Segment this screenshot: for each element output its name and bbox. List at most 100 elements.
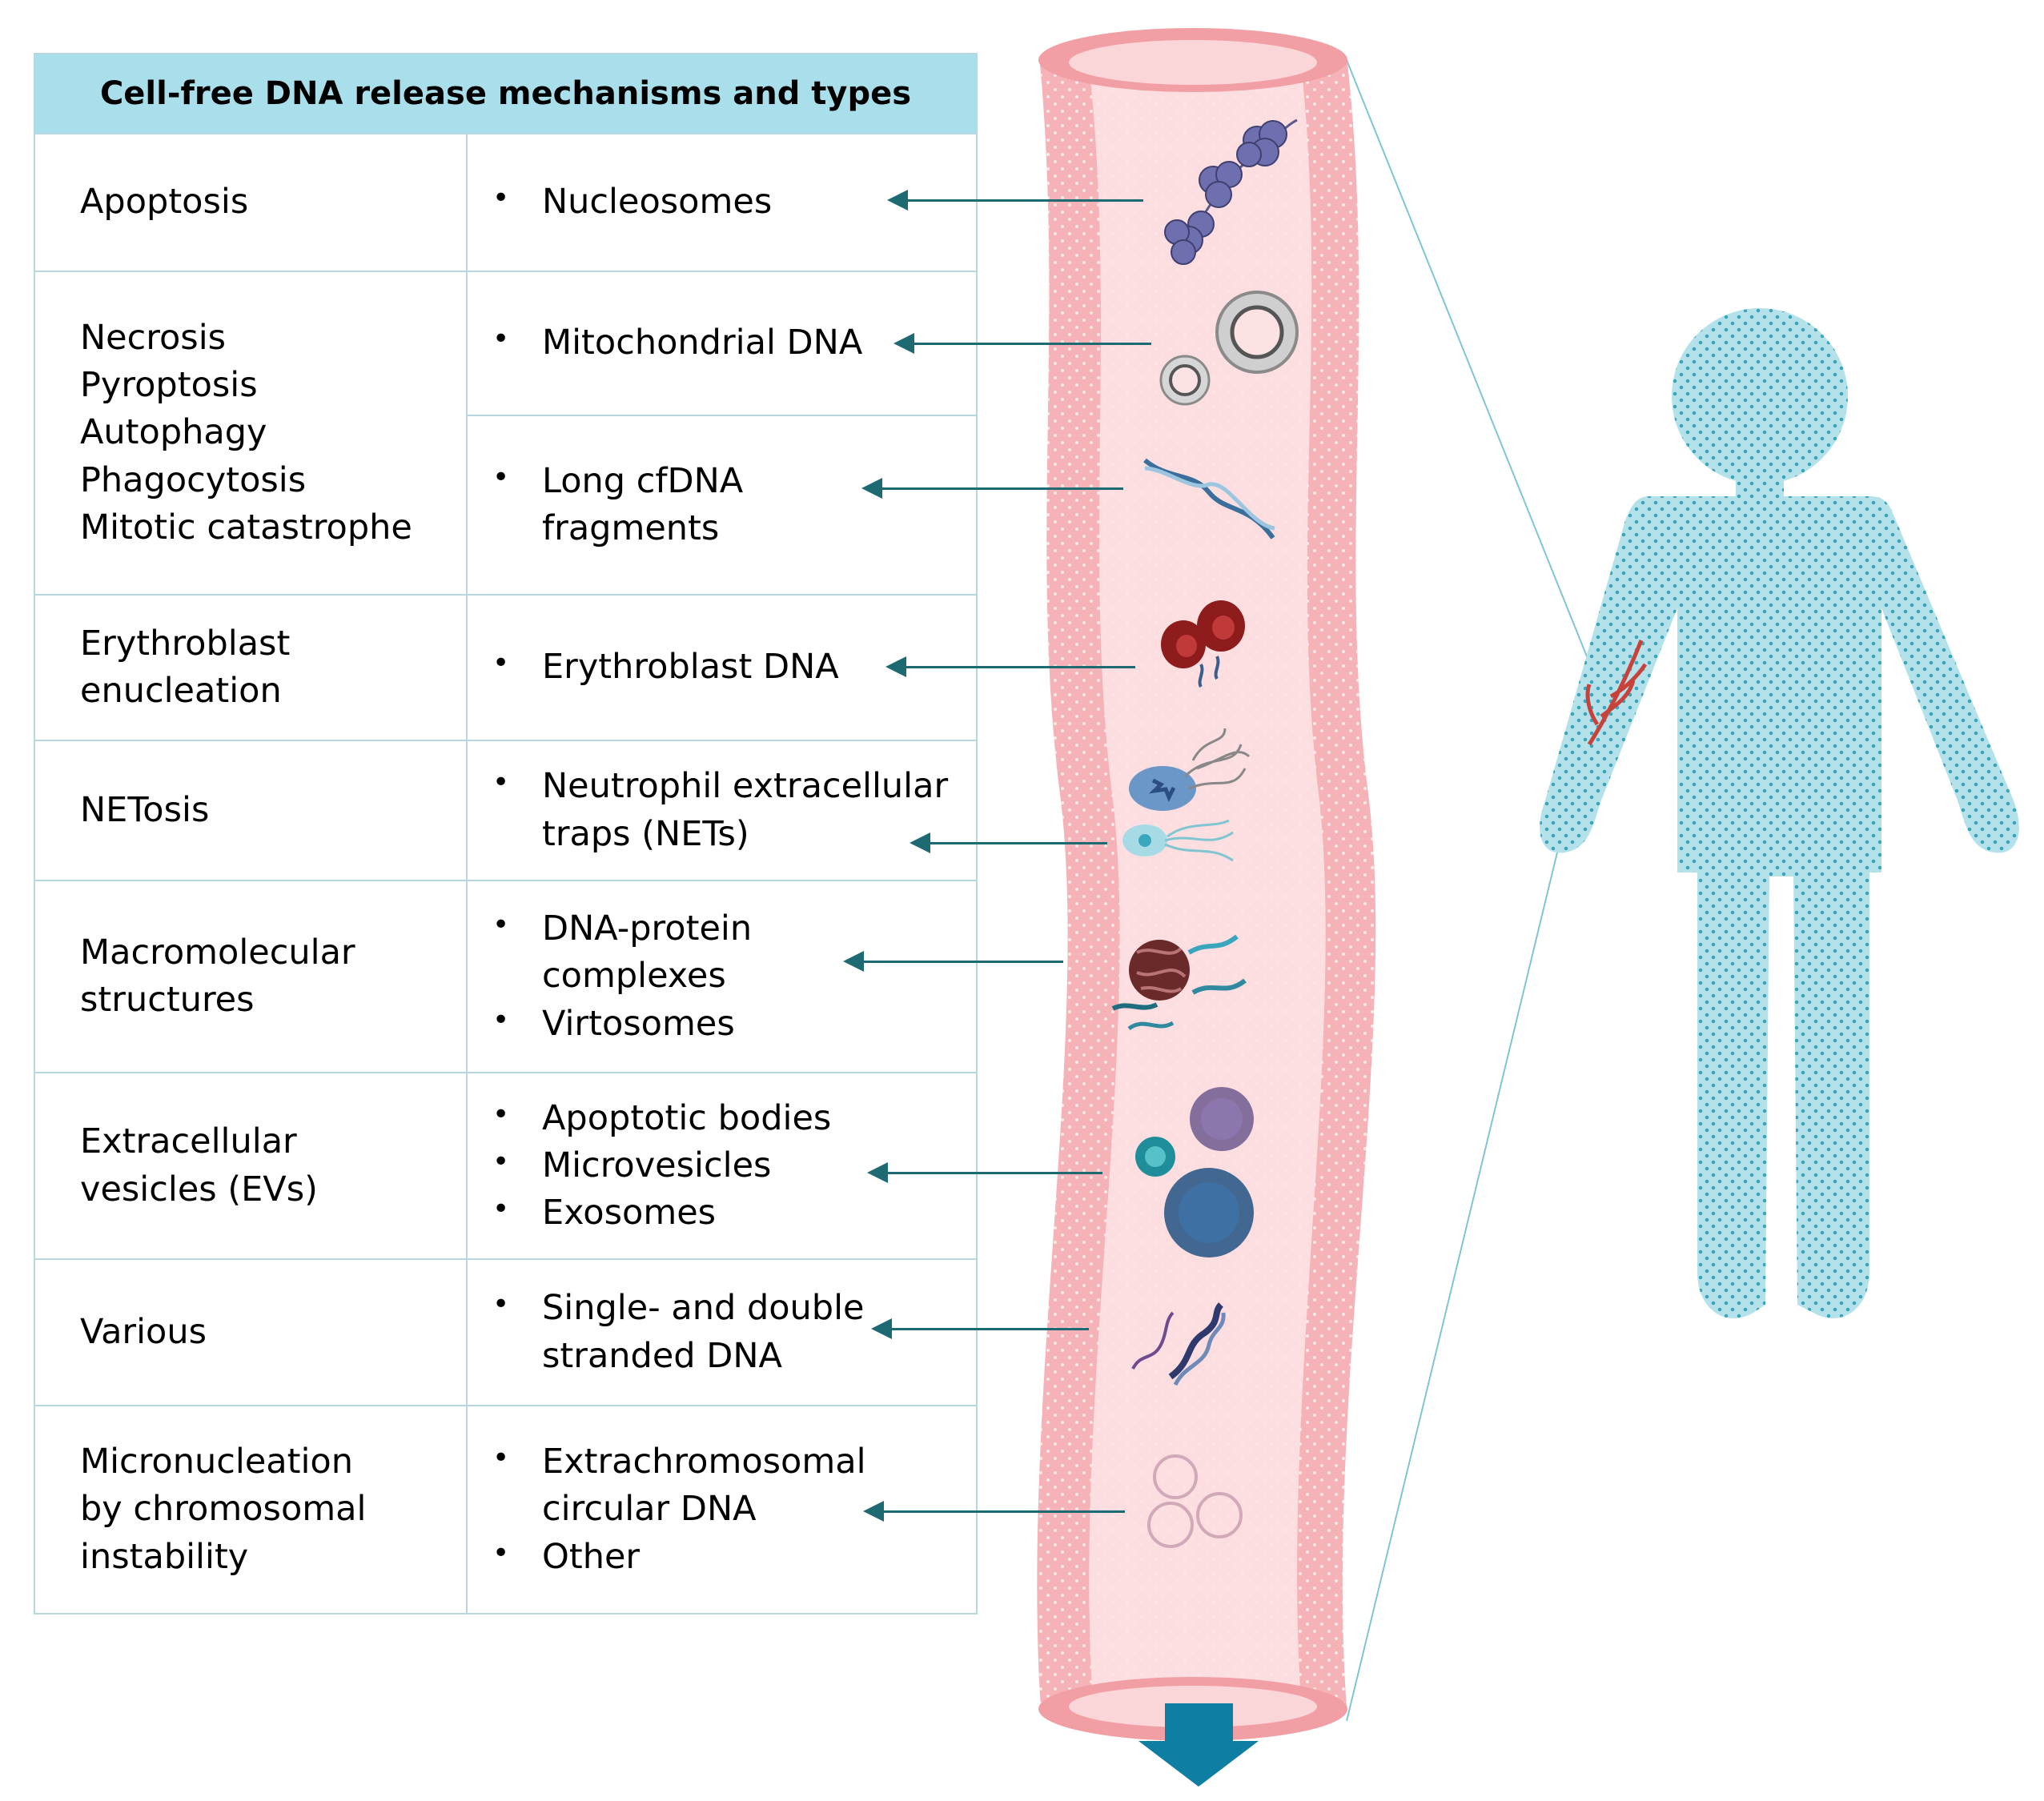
mechanism-label: Micronucleation [80,1442,353,1482]
zoom-line-bottom [1346,720,1590,1722]
list-item: Exosomes [492,1189,975,1237]
mitochondria-icon [1159,291,1299,406]
type-label: Microvesicles [542,1145,772,1185]
type-label: Single- and double [542,1288,865,1329]
mechanism-label: Erythroblast [80,623,291,664]
mechanism-cell: Macromolecular structures [34,880,468,1073]
types-list: Long cfDNA fragments [468,458,975,553]
mechanism-label: NETosis [80,789,210,830]
table-row: Various Single- and double stranded DNA [34,1258,978,1406]
type-label: stranded DNA [542,1335,782,1376]
ss-ds-dna-icon [1131,1302,1226,1386]
circular-dna-icon [1147,1454,1243,1548]
table-header-row: Cell-free DNA release mechanisms and typ… [34,53,978,134]
blood-flow-down-arrow-icon [1138,1703,1259,1787]
nucleosome-chain-icon [1164,118,1298,265]
type-label: traps (NETs) [542,813,749,854]
types-cell: Apoptotic bodies Microvesicles Exosomes [466,1072,978,1260]
table-row: Macromolecular structures DNA-protein co… [34,880,978,1073]
type-label: fragments [542,508,720,548]
types-cell: Extrachromosomal circular DNA Other [466,1405,978,1614]
mechanism-label: by chromosomal [80,1489,367,1530]
type-label: circular DNA [542,1489,757,1530]
type-label: Long cfDNA [542,460,744,501]
types-list: Single- and double stranded DNA [468,1285,975,1380]
list-item: DNA-protein complexes [492,905,975,1001]
types-cell: Single- and double stranded DNA [466,1258,978,1406]
table-row: Apoptosis Nucleosomes [34,133,978,272]
type-label: Neutrophil extracellular [542,766,949,807]
mechanism-label: Apoptosis [80,182,249,223]
list-item: Other [492,1534,975,1581]
types-list: Erythroblast DNA [468,644,975,691]
mechanism-label: Phagocytosis [80,459,307,500]
types-cell: Mitochondrial DNA [466,271,978,416]
human-silhouette-icon [1540,308,2019,1318]
list-item: Apoptotic bodies [492,1095,975,1142]
type-label: Nucleosomes [542,182,773,223]
mechanism-label: enucleation [80,671,282,711]
mechanism-cell: Various [34,1258,468,1406]
arrow-dna-protein [843,951,1063,972]
mechanism-cell: NETosis [34,740,468,881]
zoom-line-top [1346,59,1594,673]
table-row: NETosis Neutrophil extracellular traps (… [34,740,978,881]
arrow-erythroblast-dna [885,656,1135,677]
erythroblast-icon [1161,600,1245,688]
mechanism-label: Autophagy [80,412,267,453]
mechanism-label: Pyroptosis [80,365,258,405]
mechanism-label: Extracellular [80,1121,297,1162]
types-list: DNA-protein complexes Virtosomes [468,905,975,1048]
types-cell: Erythroblast DNA [466,594,978,741]
types-list: Extrachromosomal circular DNA Other [468,1438,975,1581]
list-item: Single- and double stranded DNA [492,1285,975,1380]
type-label: complexes [542,956,726,997]
type-label: Virtosomes [542,1003,735,1044]
type-label: Other [542,1536,641,1577]
vesicles-icon [1135,1087,1254,1257]
type-label: Erythroblast DNA [542,647,839,688]
mechanism-cell: Apoptosis [34,133,468,272]
list-item: Virtosomes [492,1001,975,1048]
arrow-long-cfdna [861,478,1123,499]
mechanism-cell: Necrosis Pyroptosis Autophagy Phagocytos… [34,271,468,596]
arrow-mitochondrial-dna [893,333,1151,354]
mechanism-label: Mitotic catastrophe [80,507,412,548]
table-title: Cell-free DNA release mechanisms and typ… [34,53,978,134]
cfdna-table: Cell-free DNA release mechanisms and typ… [34,53,978,1614]
table-row: Long cfDNA fragments [34,415,978,596]
table-row: Extracellular vesicles (EVs) Apoptotic b… [34,1072,978,1260]
type-label: Exosomes [542,1193,717,1233]
types-list: Mitochondrial DNA [468,319,975,367]
type-label: Extrachromosomal [542,1442,866,1482]
list-item: Neutrophil extracellular traps (NETs) [492,763,975,858]
type-label: Mitochondrial DNA [542,323,863,363]
list-item: Mitochondrial DNA [492,319,975,367]
types-cell: Long cfDNA fragments [466,415,978,596]
types-list: Nucleosomes [468,178,975,226]
mechanism-label: instability [80,1536,249,1577]
types-list: Neutrophil extracellular traps (NETs) [468,763,975,858]
long-dna-strand-icon [1143,458,1275,539]
mechanism-cell: Erythroblast enucleation [34,594,468,741]
arrow-vesicles [867,1162,1102,1183]
dna-protein-complex-icon [1111,934,1247,1031]
type-label: Apoptotic bodies [542,1097,832,1138]
mechanism-cell: Extracellular vesicles (EVs) [34,1072,468,1260]
mechanism-label: Macromolecular [80,932,355,973]
arrow-nucleosomes [887,190,1143,211]
list-item: Microvesicles [492,1142,975,1189]
types-list: Apoptotic bodies Microvesicles Exosomes [468,1095,975,1237]
arrow-nets [910,832,1107,853]
list-item: Extrachromosomal circular DNA [492,1438,975,1534]
arrow-circular-dna [863,1501,1125,1522]
mechanism-label: Necrosis [80,317,227,358]
types-cell: Neutrophil extracellular traps (NETs) [466,740,978,881]
mechanism-cell: Micronucleation by chromosomal instabili… [34,1405,468,1614]
mechanism-label: vesicles (EVs) [80,1169,318,1209]
list-item: Erythroblast DNA [492,644,975,691]
blood-vessel [1037,28,1376,1741]
list-item: Long cfDNA fragments [492,458,975,553]
